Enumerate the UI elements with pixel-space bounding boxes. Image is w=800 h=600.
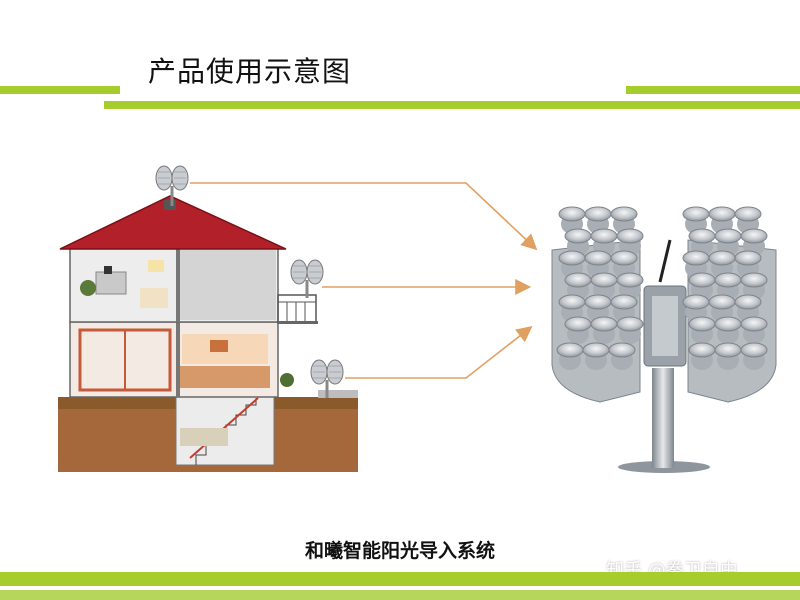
collector-cup-rim bbox=[608, 342, 636, 358]
collector-cup-rim bbox=[688, 228, 716, 244]
arrow-icon bbox=[345, 326, 533, 379]
collector-cup-rim bbox=[584, 206, 612, 222]
collector-cup-rim bbox=[714, 316, 742, 332]
collector-cup-rim bbox=[564, 272, 592, 288]
collector-cup-rim bbox=[584, 250, 612, 266]
collector-cup-rim bbox=[610, 250, 638, 266]
footer-accent-bar-light bbox=[0, 590, 800, 600]
collector-cup-rim bbox=[558, 206, 586, 222]
collector-cup-rim bbox=[740, 342, 768, 358]
footer-accent-bar bbox=[0, 572, 800, 586]
roof bbox=[59, 195, 287, 250]
collector-cup-rim bbox=[708, 294, 736, 310]
sunlight-collector-icon bbox=[290, 259, 324, 298]
header-accent-bar bbox=[104, 101, 800, 109]
collector-cup-rim bbox=[682, 206, 710, 222]
slide-title: 产品使用示意图 bbox=[148, 55, 352, 88]
sunlight-collector-product bbox=[551, 206, 777, 473]
collector-cup-rim bbox=[616, 272, 644, 288]
basement-shelf bbox=[180, 428, 228, 446]
collector-cup-rim bbox=[590, 228, 618, 244]
collector-cup-rim bbox=[590, 272, 618, 288]
collector-cup-rim bbox=[740, 272, 768, 288]
collector-cup-rim bbox=[610, 294, 638, 310]
balcony bbox=[277, 294, 317, 324]
arrow-icon bbox=[190, 182, 538, 251]
collector-cups bbox=[556, 206, 768, 370]
collector-cup-rim bbox=[708, 206, 736, 222]
collector-cup-rim bbox=[734, 294, 762, 310]
collector-cup-rim bbox=[740, 316, 768, 332]
collector-cup-rim bbox=[556, 342, 584, 358]
header-accent-bar-right bbox=[626, 86, 800, 94]
collector-cup-rim bbox=[688, 342, 716, 358]
collector-cup-rim bbox=[564, 316, 592, 332]
collector-cup-rim bbox=[740, 228, 768, 244]
collector-cup-rim bbox=[610, 206, 638, 222]
collector-cup-rim bbox=[564, 228, 592, 244]
product-pole bbox=[652, 368, 674, 468]
collector-cup-rim bbox=[734, 250, 762, 266]
collector-cup-rim bbox=[584, 294, 612, 310]
collector-cup-rim bbox=[714, 228, 742, 244]
collector-cup-rim bbox=[558, 250, 586, 266]
sunlight-collector-icon bbox=[155, 165, 189, 206]
collector-cup-rim bbox=[734, 206, 762, 222]
collector-cup-rim bbox=[708, 250, 736, 266]
collector-cup-rim bbox=[688, 272, 716, 288]
collector-cup-rim bbox=[714, 272, 742, 288]
collector-cup-rim bbox=[616, 316, 644, 332]
collector-cup-rim bbox=[714, 342, 742, 358]
collector-cup-rim bbox=[682, 294, 710, 310]
collector-cup-rim bbox=[582, 342, 610, 358]
collector-cup-rim bbox=[688, 316, 716, 332]
collector-cup-rim bbox=[558, 294, 586, 310]
collector-cup-rim bbox=[682, 250, 710, 266]
collector-cup-rim bbox=[616, 228, 644, 244]
sunlight-collector-icon bbox=[310, 359, 344, 398]
collector-cup-rim bbox=[590, 316, 618, 332]
house-illustration bbox=[58, 195, 358, 472]
header-accent-bar-left bbox=[0, 86, 120, 94]
caption: 和曦智能阳光导入系统 bbox=[304, 540, 495, 562]
